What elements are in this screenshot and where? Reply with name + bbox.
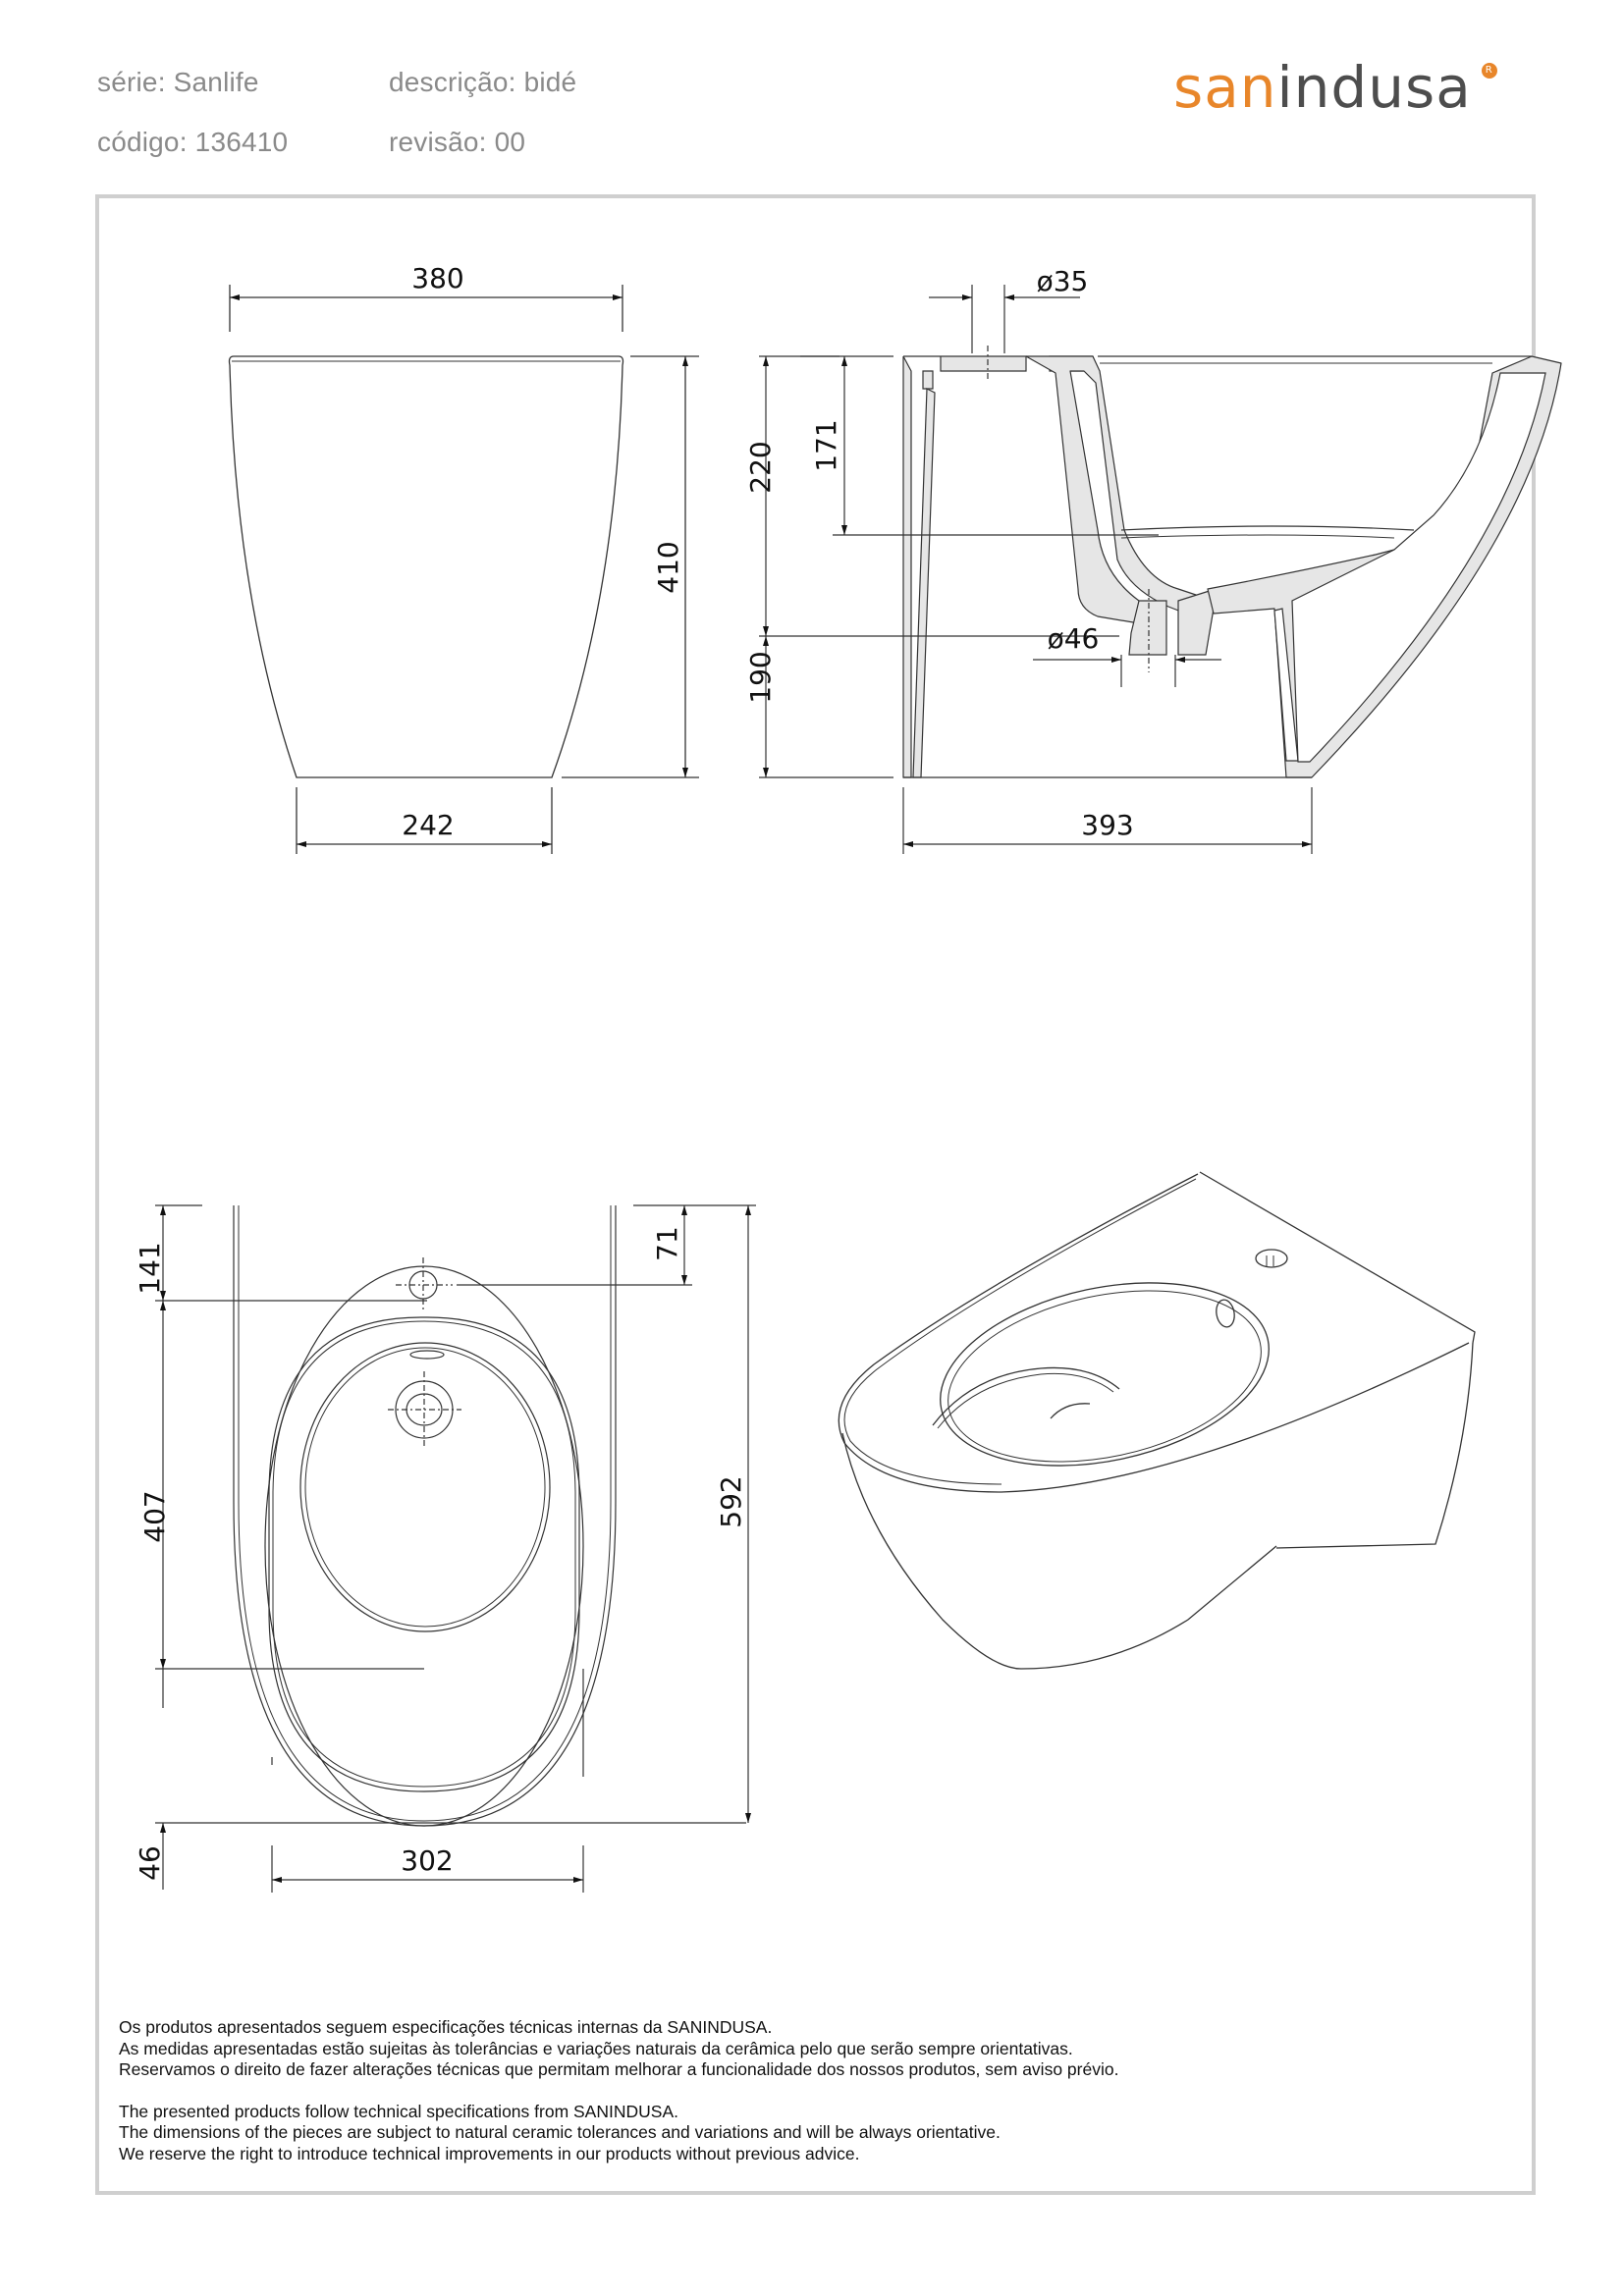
dim-46: 46: [134, 1845, 166, 1881]
dim-171: 171: [810, 419, 842, 471]
dim-242: 242: [402, 809, 454, 841]
logo-indusa: indusa: [1276, 54, 1472, 121]
dim-302: 302: [401, 1844, 453, 1877]
logo-san: san: [1173, 54, 1277, 121]
drawing-frame: [95, 194, 1536, 2195]
codigo-label: código: 136410: [97, 127, 289, 157]
note-en-1: The presented products follow technical …: [119, 2101, 678, 2121]
dim-dia46: ø46: [1048, 622, 1100, 655]
side-section-view: [902, 355, 1562, 778]
note-pt-3: Reservamos o direito de fazer alterações…: [119, 2059, 1119, 2079]
dim-592: 592: [715, 1475, 747, 1527]
dim-141: 141: [134, 1242, 166, 1294]
dim-393: 393: [1081, 809, 1133, 841]
front-view: [228, 285, 699, 854]
revisao-label: revisão: 00: [389, 127, 526, 157]
top-dimensions: [155, 1204, 756, 1893]
isometric-view: [838, 1171, 1476, 1670]
note-en-3: We reserve the right to introduce techni…: [119, 2143, 860, 2163]
dim-dia35: ø35: [1037, 265, 1089, 297]
side-dimensions: [759, 285, 1313, 854]
dim-71: 71: [651, 1226, 683, 1261]
note-pt-2: As medidas apresentadas estão sujeitas à…: [119, 2038, 1073, 2058]
registered-mark-icon: R: [1481, 63, 1497, 79]
dim-190: 190: [744, 651, 777, 703]
descricao-label: descrição: bidé: [389, 67, 577, 97]
dim-410: 410: [652, 541, 684, 593]
disclaimer-notes: Os produtos apresentados seguem especifi…: [119, 2017, 1118, 2164]
note-en-2: The dimensions of the pieces are subject…: [119, 2122, 1001, 2142]
serie-label: série: Sanlife: [97, 67, 259, 97]
top-view: [233, 1205, 617, 1827]
sanindusa-logo: sanindusa R: [1173, 59, 1497, 116]
dim-407: 407: [138, 1490, 171, 1542]
note-pt-1: Os produtos apresentados seguem especifi…: [119, 2017, 773, 2037]
dim-380: 380: [411, 262, 463, 294]
dim-220: 220: [744, 441, 777, 493]
